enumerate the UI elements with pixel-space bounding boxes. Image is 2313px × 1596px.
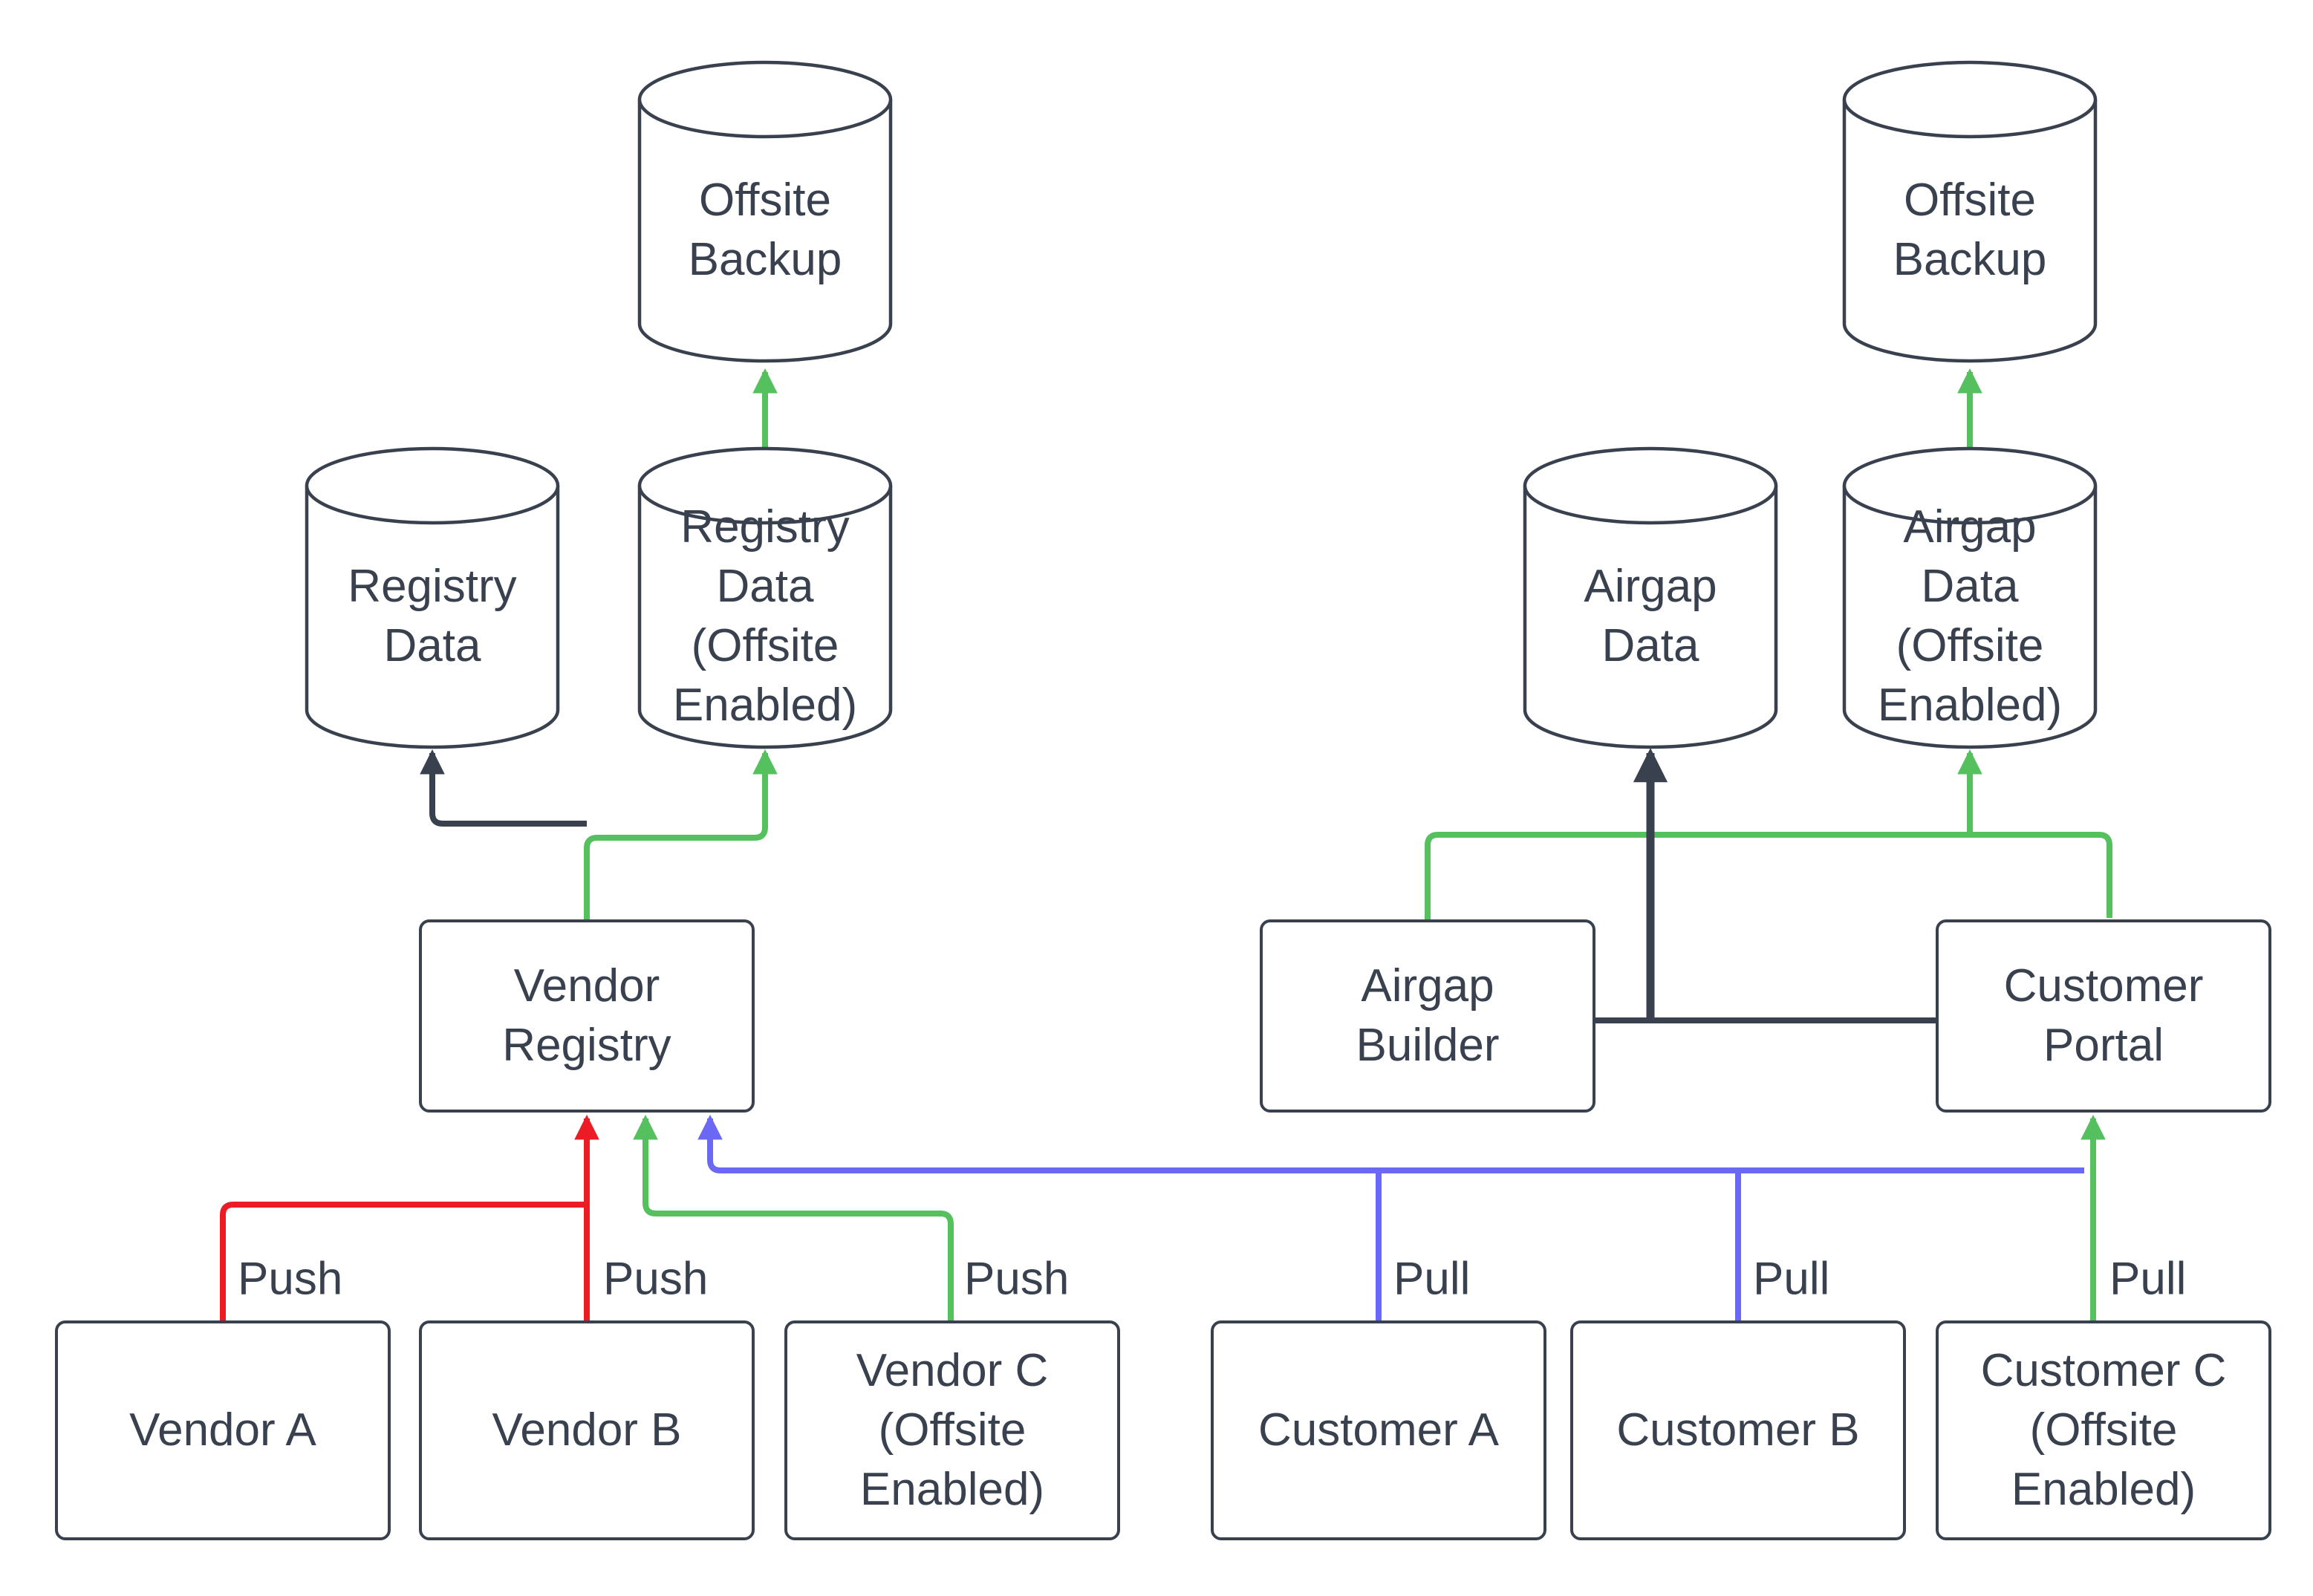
cylinder-airgap-data-offsite: Airgap Data (Offsite Enabled) bbox=[1842, 446, 2098, 750]
cylinder-top bbox=[305, 446, 560, 525]
cylinder-top bbox=[637, 446, 893, 525]
cylinder-shape bbox=[1842, 60, 2098, 363]
edge-registry-to-registry-data bbox=[420, 749, 587, 827]
cylinder-offsite-backup-left: Offsite Backup bbox=[637, 59, 893, 364]
cylinder-body bbox=[637, 486, 893, 749]
node-label: Offsite Backup bbox=[688, 175, 842, 285]
node-label: Customer A bbox=[1258, 1404, 1499, 1456]
node-label: Registry Data bbox=[348, 561, 517, 671]
cylinder-shape bbox=[1842, 446, 2098, 749]
node-label: Customer Portal bbox=[2003, 960, 2204, 1071]
cylinder-top bbox=[1842, 60, 2098, 139]
edge-label-push-c: Push bbox=[964, 1253, 1070, 1305]
cylinder-registry-data-offsite: Registry Data (Offsite Enabled) bbox=[637, 446, 893, 750]
node-customer-b: Customer B bbox=[1570, 1320, 1906, 1540]
node-vendor-a: Vendor A bbox=[55, 1320, 391, 1540]
node-customer-a: Customer A bbox=[1211, 1320, 1546, 1540]
edge-label-pull-a: Pull bbox=[1393, 1253, 1471, 1305]
cylinder-body bbox=[1842, 100, 2098, 363]
node-customer-portal: Customer Portal bbox=[1936, 919, 2271, 1113]
node-label: Vendor C (Offsite Enabled) bbox=[856, 1345, 1049, 1515]
node-label: Airgap Data (Offsite Enabled) bbox=[1877, 501, 2063, 731]
node-vendor-b: Vendor B bbox=[419, 1320, 755, 1540]
cylinder-shape bbox=[637, 446, 893, 749]
edge-registry-to-offsite-data bbox=[584, 749, 778, 919]
cylinder-body bbox=[637, 100, 893, 363]
edge-label-push-b: Push bbox=[603, 1253, 709, 1305]
cylinder-body bbox=[1842, 486, 2098, 749]
cylinder-airgap-data: Airgap Data bbox=[1523, 446, 1778, 750]
cylinder-shape bbox=[305, 446, 560, 749]
node-label: Customer C (Offsite Enabled) bbox=[1980, 1345, 2227, 1515]
cylinder-top bbox=[1842, 446, 2098, 525]
cylinder-top bbox=[637, 60, 893, 139]
edge-label-pull-b: Pull bbox=[1753, 1253, 1830, 1305]
node-label: Vendor Registry bbox=[502, 960, 671, 1071]
edge-customers-pull-to-vendor-registry bbox=[697, 1114, 2084, 1173]
node-label: Customer B bbox=[1616, 1404, 1860, 1456]
node-label: Vendor B bbox=[492, 1404, 682, 1456]
node-customer-c: Customer C (Offsite Enabled) bbox=[1936, 1320, 2271, 1540]
edge-label-pull-c: Pull bbox=[2109, 1253, 2187, 1305]
node-vendor-registry: Vendor Registry bbox=[419, 919, 755, 1113]
node-label: Vendor A bbox=[129, 1404, 316, 1456]
node-label: Registry Data (Offsite Enabled) bbox=[672, 501, 858, 731]
node-vendor-c: Vendor C (Offsite Enabled) bbox=[784, 1320, 1120, 1540]
edge-label-push-a: Push bbox=[238, 1253, 343, 1305]
edge-builder-portal-offsite-link bbox=[1425, 832, 2112, 919]
cylinder-shape bbox=[637, 60, 893, 363]
node-airgap-builder: Airgap Builder bbox=[1260, 919, 1595, 1113]
cylinder-body bbox=[1523, 486, 1778, 749]
cylinder-body bbox=[305, 486, 560, 749]
node-label: Offsite Backup bbox=[1893, 175, 2047, 285]
cylinder-registry-data: Registry Data bbox=[305, 446, 560, 750]
cylinder-offsite-backup-right: Offsite Backup bbox=[1842, 59, 2098, 364]
cylinder-top bbox=[1523, 446, 1778, 525]
node-label: Airgap Builder bbox=[1356, 960, 1500, 1071]
edge-vendor-a-push bbox=[220, 1202, 587, 1320]
edge-vendor-c-push bbox=[633, 1114, 954, 1320]
node-label: Airgap Data bbox=[1584, 561, 1717, 671]
cylinder-shape bbox=[1523, 446, 1778, 749]
